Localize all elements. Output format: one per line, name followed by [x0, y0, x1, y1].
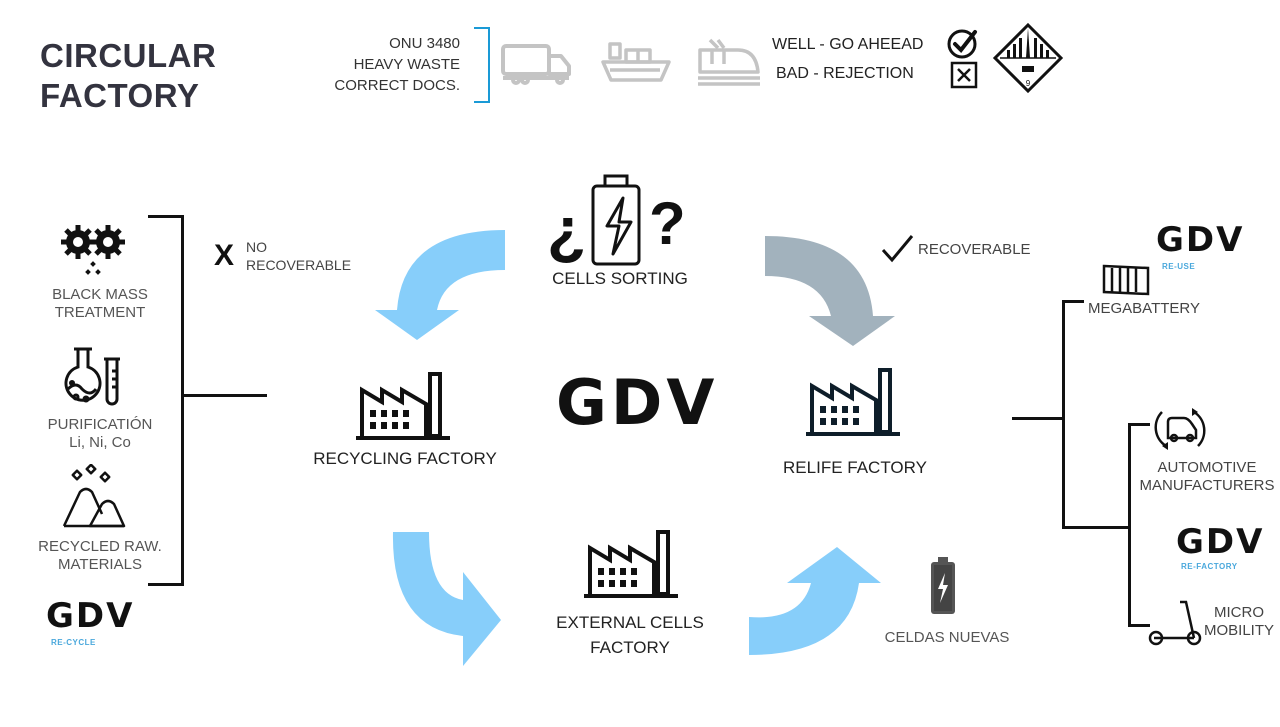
branch-subtree	[1062, 526, 1130, 529]
right-connector	[1012, 417, 1064, 420]
recoverable-label: RECOVERABLE	[918, 241, 1031, 258]
external-line1: EXTERNAL CELLS	[556, 613, 704, 632]
svg-text:?: ?	[649, 190, 686, 257]
svg-text:¿: ¿	[547, 194, 586, 266]
check-circle-icon	[947, 29, 977, 59]
onu-code: ONU 3480	[389, 35, 460, 52]
right-tree-vertical	[1062, 300, 1065, 528]
branch-micromobility	[1128, 624, 1150, 627]
micro-line2: MOBILITY	[1203, 622, 1274, 639]
micro-mobility-label: MICRO MOBILITY	[1196, 604, 1280, 640]
recycling-factory-label: RECYCLING FACTORY	[313, 449, 497, 468]
automotive-label: AUTOMOTIVE MANUFACTURERS	[1132, 459, 1280, 495]
external-cells-factory-icon	[584, 530, 678, 598]
arrow-to-recycling	[375, 230, 505, 340]
lab-flask-icon	[64, 347, 120, 406]
branch-automotive	[1128, 423, 1150, 426]
gdv-main-logo: GDV	[556, 366, 719, 439]
heavy-waste-label: HEAVY WASTE	[353, 56, 460, 73]
scooter-icon	[1148, 600, 1202, 646]
arrow-to-external	[392, 532, 501, 666]
legend-good-label: WELL - GO AHEEAD	[772, 36, 924, 53]
relife-factory-label: RELIFE FACTORY	[783, 458, 927, 477]
gdv-refactory-logo: GDV	[1176, 522, 1265, 562]
black-mass-label: BLACK MASS TREATMENT	[30, 286, 170, 322]
megabattery-label: MEGABATTERY	[1088, 300, 1200, 317]
relife-factory-icon	[806, 368, 900, 436]
purification-line1: PURIFICATIÓN	[47, 416, 153, 433]
title-line-2: FACTORY	[40, 77, 200, 114]
arrow-to-relife	[765, 236, 895, 346]
cells-sorting-label: CELLS SORTING	[552, 269, 688, 288]
car-recycle-icon	[1154, 408, 1206, 450]
left-connector	[181, 394, 267, 397]
no-recoverable-line2: RECOVERABLE	[246, 257, 352, 273]
container-megabattery-icon	[1102, 264, 1150, 296]
battery-question-icon: ¿ ?	[547, 174, 686, 266]
page-title: CIRCULAR FACTORY	[40, 36, 216, 116]
correct-docs-label: CORRECT DOCS.	[334, 77, 460, 94]
refactory-sublabel: RE-FACTORY	[1181, 562, 1238, 571]
gdv-recycle-logo: GDV	[46, 596, 135, 636]
transport-requirements: ONU 3480 HEAVY WASTE CORRECT DOCS.	[300, 33, 460, 96]
hazard-class9-placard-icon: 9	[992, 22, 1064, 94]
truck-icon	[501, 44, 571, 85]
recycled-raw-materials-label: RECYCLED RAW. MATERIALS	[22, 538, 178, 574]
new-cells-label: CELDAS NUEVAS	[884, 629, 1010, 646]
no-recoverable-label: NO RECOVERABLE	[246, 238, 351, 274]
black-mass-line2: TREATMENT	[54, 304, 146, 321]
recycling-factory-icon	[356, 372, 450, 440]
purification-line2: Li, Ni, Co	[69, 434, 131, 451]
left-bracket-top	[148, 215, 184, 218]
placard-number: 9	[1026, 79, 1031, 88]
raw-materials-line1: RECYCLED RAW.	[38, 538, 162, 555]
external-cells-factory-label: EXTERNAL CELLS FACTORY	[530, 610, 730, 660]
raw-materials-pile-icon	[62, 464, 126, 528]
blue-bracket	[474, 27, 490, 103]
x-box-icon	[950, 61, 978, 89]
subtree-vertical	[1128, 423, 1131, 627]
arrow-to-new-cells	[749, 547, 881, 655]
recycle-sublabel: RE-CYCLE	[51, 638, 96, 647]
no-recoverable-x-icon: X	[214, 239, 235, 272]
ship-icon	[601, 42, 671, 82]
micro-line1: MICRO	[1214, 604, 1264, 621]
raw-materials-line2: MATERIALS	[58, 556, 142, 573]
black-mass-line1: BLACK MASS	[52, 286, 148, 303]
reuse-sublabel: RE-USE	[1162, 262, 1196, 271]
no-recoverable-line1: NO	[246, 239, 267, 255]
gdv-reuse-logo: GDV	[1156, 220, 1245, 260]
legend-bad-label: BAD - REJECTION	[776, 65, 914, 82]
new-battery-icon	[931, 557, 955, 614]
train-icon	[698, 38, 760, 86]
branch-megabattery	[1062, 300, 1084, 303]
left-bracket-vertical	[181, 215, 184, 585]
title-line-1: CIRCULAR	[40, 37, 217, 74]
automotive-line2: MANUFACTURERS	[1139, 477, 1275, 494]
left-bracket-bottom	[148, 583, 184, 586]
gears-icon	[61, 225, 125, 275]
automotive-line1: AUTOMOTIVE	[1157, 459, 1257, 476]
purification-label: PURIFICATIÓN Li, Ni, Co	[30, 416, 170, 452]
external-line2: FACTORY	[590, 638, 670, 657]
checkmark-icon	[881, 235, 914, 263]
